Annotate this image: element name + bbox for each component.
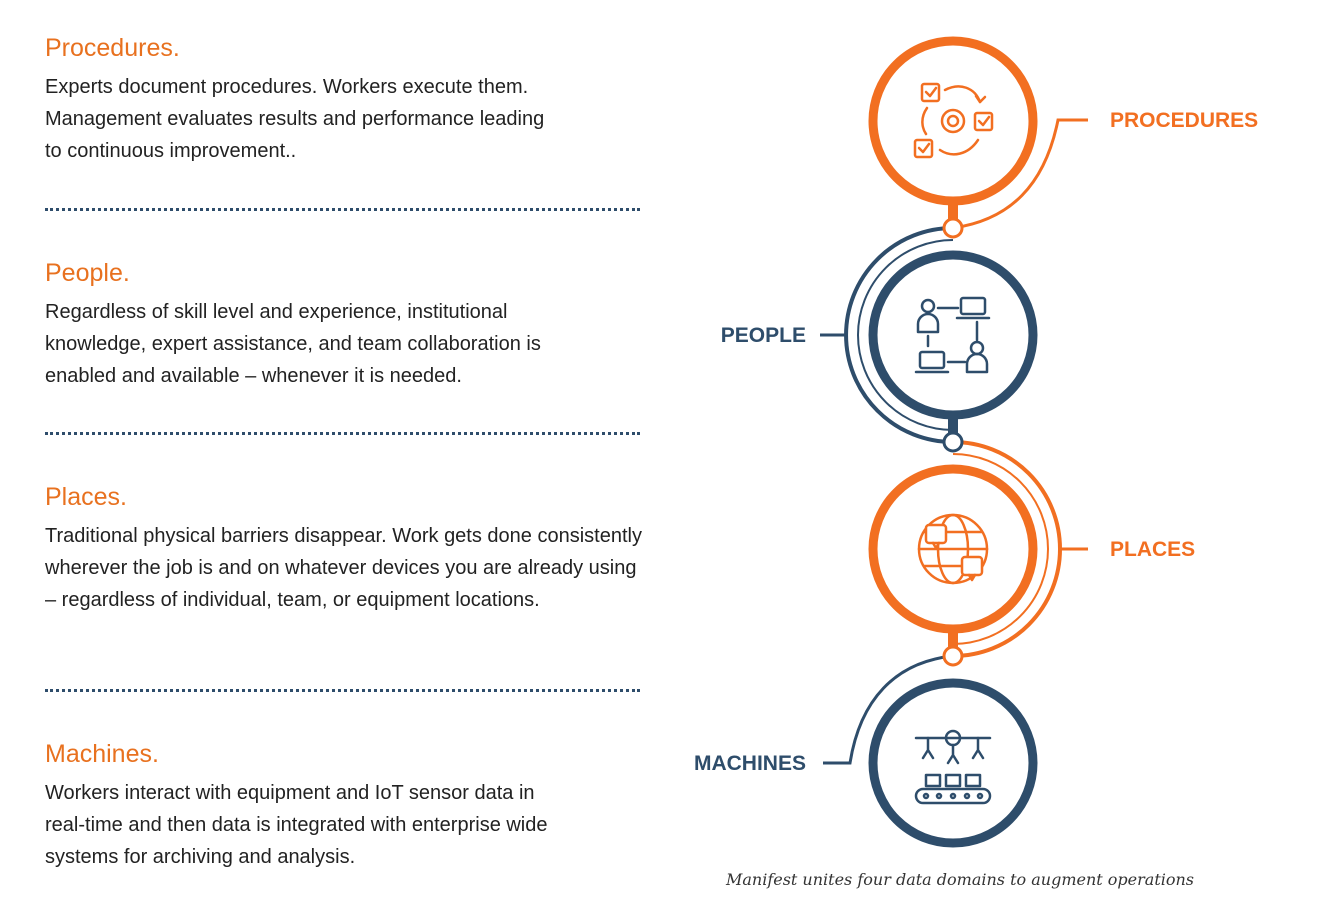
label-places: PLACES <box>1110 538 1195 561</box>
section-heading: People. <box>45 259 130 287</box>
globe-location-icon <box>917 513 989 585</box>
body-line: knowledge, expert assistance, and team c… <box>45 333 541 355</box>
connector <box>948 410 958 442</box>
body-line: wherever the job is and on whatever devi… <box>45 557 637 579</box>
junction-dot <box>942 217 964 239</box>
label-people: PEOPLE <box>721 324 806 347</box>
factory-robot-arms-icon <box>914 729 992 805</box>
procedures-ring <box>868 36 1038 206</box>
body-line: Workers interact with equipment and IoT … <box>45 782 535 804</box>
divider <box>45 432 640 435</box>
junction-dot <box>942 645 964 667</box>
section-places: Places. Traditional physical barriers di… <box>45 482 705 616</box>
divider <box>45 208 640 211</box>
body-line: Regardless of skill level and experience… <box>45 301 508 323</box>
body-line: real-time and then data is integrated wi… <box>45 814 548 836</box>
section-procedures: Procedures. Experts document procedures.… <box>45 33 705 167</box>
body-line: Traditional physical barriers disappear.… <box>45 525 642 547</box>
figure-caption: Manifest unites four data domains to aug… <box>725 870 1195 889</box>
connector <box>948 200 958 230</box>
section-body: Regardless of skill level and experience… <box>45 296 705 392</box>
label-procedures: PROCEDURES <box>1110 109 1258 132</box>
section-body: Workers interact with equipment and IoT … <box>45 777 705 873</box>
body-line: systems for archiving and analysis. <box>45 846 356 868</box>
junction-dot <box>942 431 964 453</box>
label-machines: MACHINES <box>694 752 806 775</box>
places-arc-outer <box>952 453 1049 645</box>
section-heading: Procedures. <box>45 34 180 62</box>
body-line: Experts document procedures. Workers exe… <box>45 76 529 98</box>
procedures-cycle-icon <box>913 82 994 159</box>
section-heading: Places. <box>45 483 127 511</box>
body-line: to continuous improvement.. <box>45 140 297 162</box>
body-line: – regardless of individual, team, or equ… <box>45 589 540 611</box>
machines-arc <box>823 654 954 765</box>
body-line: enabled and available – whenever it is n… <box>45 365 462 387</box>
section-people: People. Regardless of skill level and ex… <box>45 258 705 392</box>
procedures-arc <box>952 118 1088 230</box>
people-ring <box>868 250 1038 420</box>
section-heading: Machines. <box>45 740 159 768</box>
section-body: Experts document procedures. Workers exe… <box>45 71 705 167</box>
machines-ring <box>868 678 1038 848</box>
people-arc-outer <box>857 239 954 431</box>
section-body: Traditional physical barriers disappear.… <box>45 520 705 616</box>
divider <box>45 689 640 692</box>
people-collaboration-icon <box>914 296 991 374</box>
body-line: Management evaluates results and perform… <box>45 108 545 130</box>
section-machines: Machines. Workers interact with equipmen… <box>45 739 705 873</box>
